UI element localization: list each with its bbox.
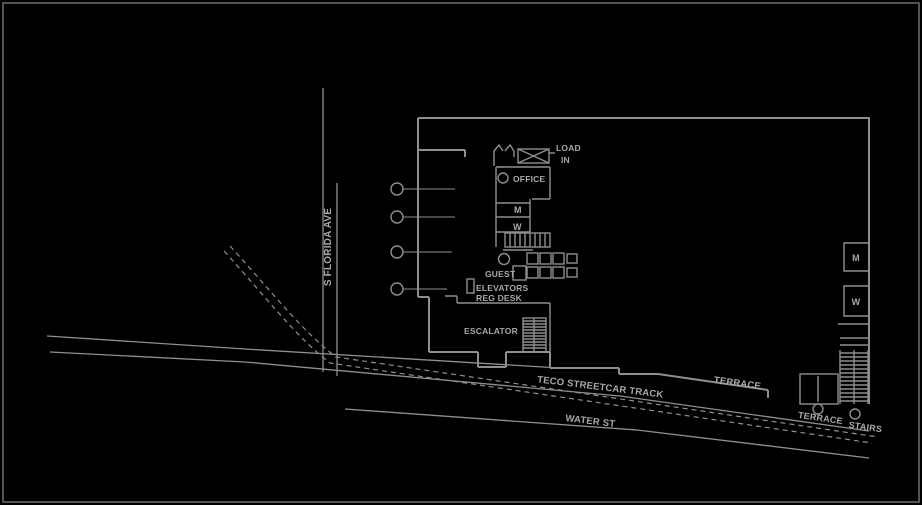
label-escalator: ESCALATOR — [464, 326, 518, 336]
label-stairs: STAIRS — [848, 420, 883, 435]
label-core-restroom-m: M — [514, 205, 522, 215]
west-wall-jog — [418, 149, 466, 157]
elevator-cab-icon — [526, 266, 539, 279]
column-markers — [390, 182, 455, 296]
loading-dock-x — [517, 148, 550, 164]
elevator-cab-icon — [566, 267, 578, 278]
label-guest: GUEST — [485, 269, 516, 279]
label-load: LOAD — [556, 143, 581, 153]
track-rail-south — [223, 250, 873, 444]
elevator-cab-icon — [552, 252, 565, 265]
reg-desk-icon — [466, 278, 475, 294]
double-door-swing-icon — [493, 143, 515, 166]
loading-dock-icon — [517, 148, 550, 164]
label-core-restroom-w: W — [513, 222, 522, 232]
elevator-cab-icon — [552, 266, 565, 279]
elevator-cab-icon — [539, 252, 552, 265]
escalator-treads — [523, 318, 546, 352]
building-core — [445, 143, 578, 353]
lobby-west-wall — [418, 296, 430, 352]
column-marker-icon — [390, 245, 404, 259]
right-restroom-m-walls — [843, 242, 869, 272]
core-restroom-walls — [495, 167, 531, 247]
right-restroom-w-walls — [843, 285, 869, 317]
label-right-restroom-m: M — [852, 253, 860, 263]
water-st-south-curb — [49, 351, 870, 432]
elevator-cab-icon — [539, 266, 552, 279]
water-st-north-curb — [46, 335, 561, 369]
label-s-florida-ave: S FLORIDA AVE — [323, 208, 334, 286]
label-water-st: WATER ST — [565, 413, 616, 430]
stair-landing-lines — [838, 323, 869, 346]
column-marker-icon — [390, 210, 404, 224]
office-column-icon — [497, 172, 509, 184]
south-wall-entry-notch — [429, 351, 550, 368]
service-elevator-icon — [512, 265, 527, 281]
escalator-lobby-walls — [445, 295, 551, 352]
column-marker-icon — [390, 182, 404, 196]
right-stair-treads — [840, 352, 868, 402]
stair-column-icon — [849, 408, 861, 420]
building-outline — [417, 117, 870, 404]
water-st-far-curb — [344, 408, 870, 459]
elevator-cab-icon — [566, 253, 578, 264]
office-walls — [496, 166, 551, 200]
elevator-cab-icon — [526, 252, 539, 265]
building-north-east-walls — [418, 117, 870, 404]
label-load-in: IN — [561, 155, 570, 165]
label-terrace-upper: TERRACE — [713, 375, 761, 392]
terrace-structure — [799, 373, 839, 405]
elevator-bank — [512, 252, 578, 281]
terrace-column-icon — [812, 403, 824, 415]
right-wing — [799, 242, 869, 420]
street-lines — [46, 88, 870, 459]
label-elevators: ELEVATORS — [476, 283, 528, 293]
guest-column-icon — [497, 252, 511, 266]
south-terrace-edge — [549, 352, 769, 398]
track-rail-north — [229, 245, 879, 438]
core-stair — [504, 232, 551, 248]
column-marker-icon — [390, 282, 404, 296]
label-reg-desk: REG DESK — [476, 293, 523, 303]
column-leader-lines — [403, 188, 455, 290]
label-right-restroom-w: W — [852, 297, 861, 307]
label-office: OFFICE — [513, 174, 545, 184]
streetcar-track-dashed — [223, 245, 879, 444]
core-stair-treads — [509, 233, 546, 247]
